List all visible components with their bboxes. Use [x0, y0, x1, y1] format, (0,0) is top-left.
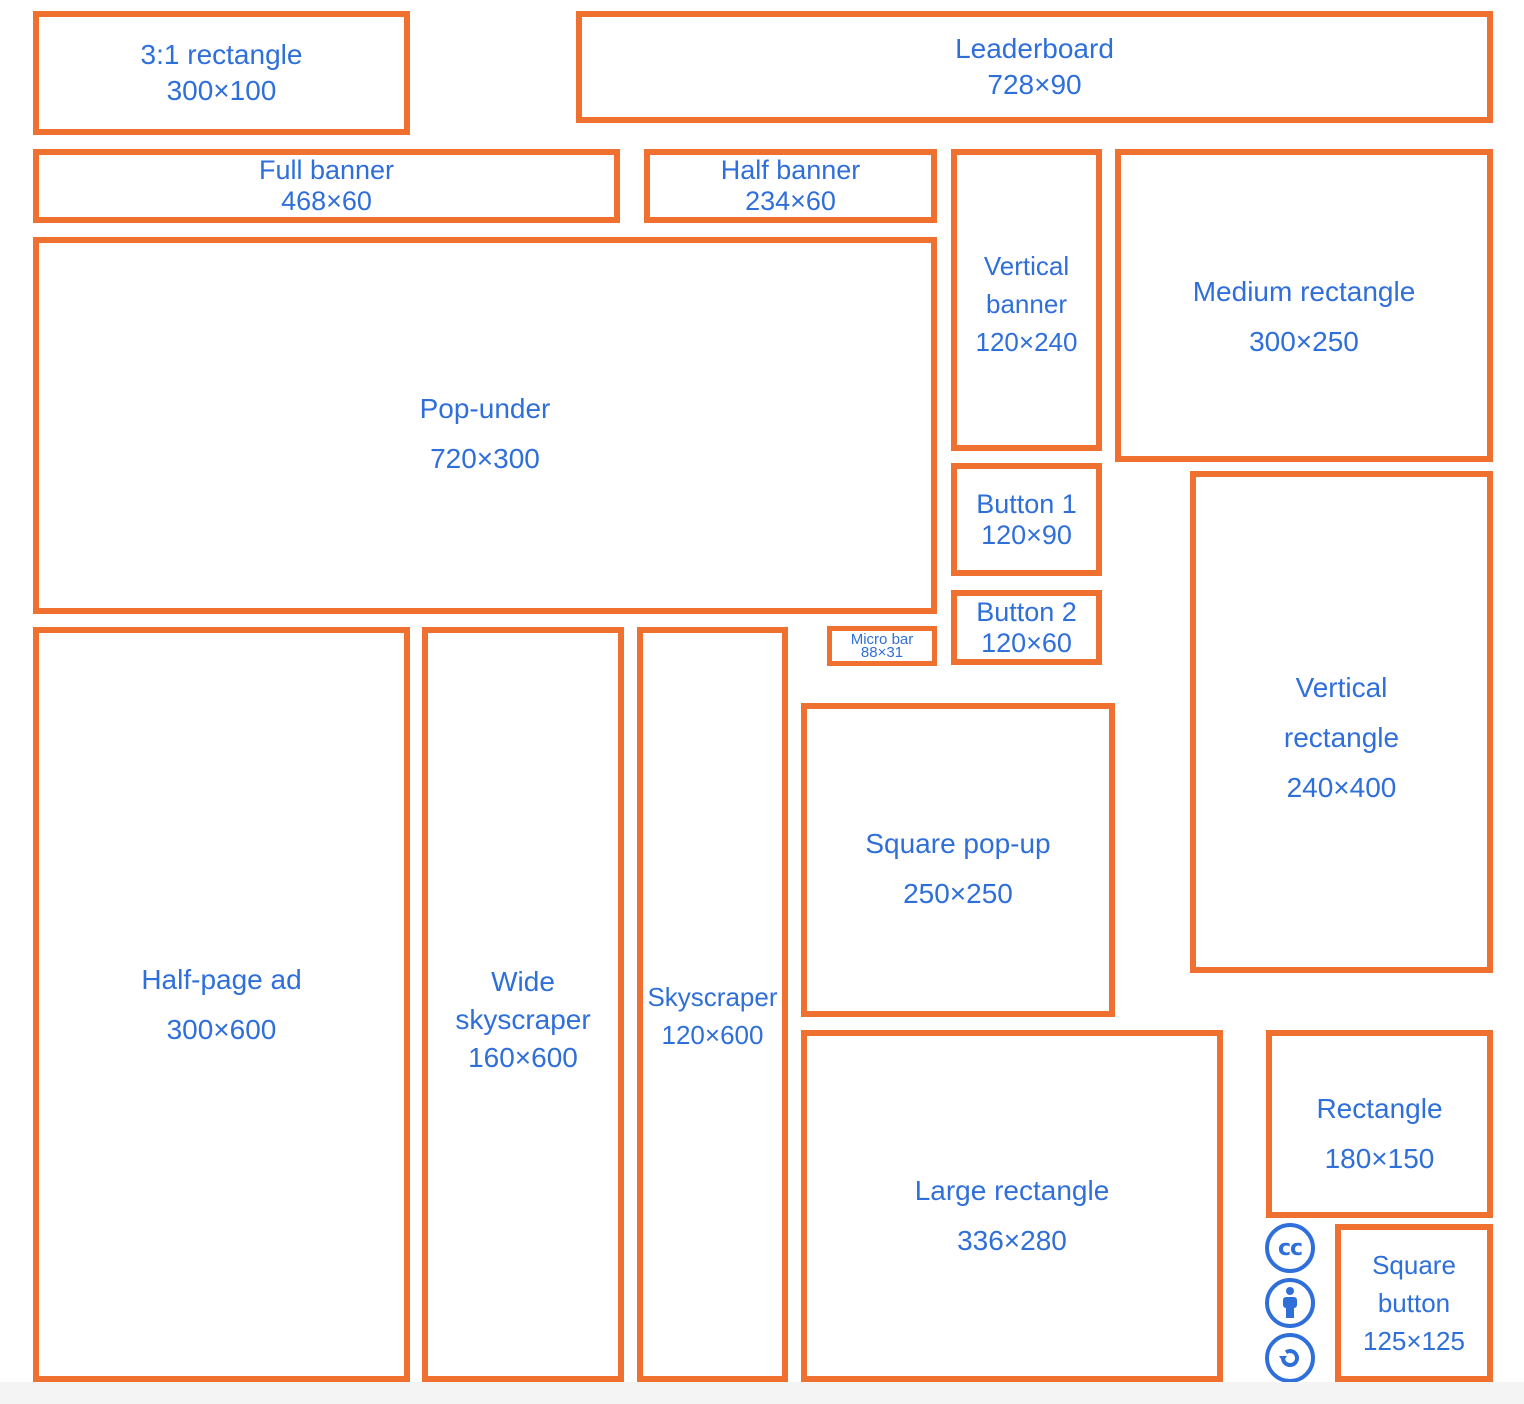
- size: 125×125: [1363, 1326, 1465, 1356]
- cc-icon: cc: [1265, 1223, 1315, 1273]
- size: 300×250: [1249, 326, 1359, 357]
- ad-square-button: Square button 125×125: [1335, 1224, 1493, 1382]
- share-alike-arrow-icon: [1279, 1349, 1299, 1368]
- ad-button-2: Button 2 120×60: [951, 590, 1102, 665]
- size: 120×60: [981, 627, 1072, 658]
- size: 180×150: [1324, 1143, 1435, 1174]
- label: Rectangle: [1316, 1093, 1443, 1124]
- person-icon: [1283, 1287, 1297, 1318]
- label: Pop-under: [419, 393, 551, 424]
- label-line-1: Vertical: [1295, 672, 1388, 703]
- attribution-icon: [1265, 1278, 1315, 1328]
- label: Skyscraper: [647, 981, 778, 1012]
- label: Half-page ad: [141, 963, 302, 995]
- ad-rectangle: Rectangle 180×150: [1266, 1030, 1493, 1218]
- label-line-1: Square: [1372, 1250, 1456, 1280]
- size: 120×600: [661, 1019, 764, 1050]
- size: 300×100: [166, 75, 277, 106]
- bottom-strip: [0, 1382, 1524, 1404]
- ad-medium-rectangle: Medium rectangle 300×250: [1115, 149, 1493, 462]
- size: 250×250: [903, 878, 1013, 909]
- ad-skyscraper: Skyscraper 120×600: [637, 627, 788, 1382]
- size: 336×280: [957, 1225, 1067, 1256]
- label: Square pop-up: [865, 828, 1051, 859]
- size: 728×90: [987, 69, 1082, 100]
- label: 3:1 rectangle: [140, 39, 303, 70]
- ad-micro-bar: Micro bar 88×31: [827, 626, 937, 666]
- label-line-2: button: [1377, 1288, 1451, 1318]
- label: Full banner: [258, 155, 395, 185]
- label: Leaderboard: [955, 33, 1114, 64]
- share-alike-icon: [1265, 1333, 1315, 1383]
- label: Micro bar: [850, 631, 914, 648]
- label-line-2: banner: [986, 289, 1067, 319]
- size: 240×400: [1286, 772, 1397, 803]
- ad-button-1: Button 1 120×90: [951, 463, 1102, 576]
- ad-vertical-rectangle: Vertical rectangle 240×400: [1190, 471, 1493, 973]
- label-line-1: Wide: [491, 965, 555, 997]
- ad-large-rectangle: Large rectangle 336×280: [801, 1030, 1223, 1382]
- ad-square-pop-up: Square pop-up 250×250: [801, 703, 1115, 1017]
- size: 88×31: [860, 644, 904, 661]
- label-line-1: Vertical: [983, 251, 1070, 281]
- size: 160×600: [468, 1041, 578, 1073]
- size: 720×300: [430, 443, 540, 474]
- ad-half-banner: Half banner 234×60: [644, 149, 937, 223]
- size: 120×90: [981, 519, 1072, 550]
- label: Button 2: [976, 596, 1077, 627]
- ad-leaderboard: Leaderboard 728×90: [576, 11, 1493, 123]
- size: 468×60: [281, 186, 372, 216]
- ad-pop-under: Pop-under 720×300: [33, 237, 937, 614]
- size: 300×600: [166, 1013, 277, 1045]
- label: Button 1: [976, 488, 1077, 519]
- size: 234×60: [745, 186, 836, 216]
- ad-full-banner: Full banner 468×60: [33, 149, 620, 223]
- size: 120×240: [975, 327, 1078, 357]
- label-line-2: skyscraper: [455, 1003, 591, 1035]
- label-line-2: rectangle: [1283, 722, 1400, 753]
- ad-wide-skyscraper: Wide skyscraper 160×600: [422, 627, 624, 1382]
- label: Medium rectangle: [1192, 276, 1416, 307]
- label: Large rectangle: [914, 1175, 1110, 1206]
- ad-3-1-rectangle: 3:1 rectangle 300×100: [33, 11, 410, 135]
- ad-half-page: Half-page ad 300×600: [33, 627, 410, 1382]
- ad-vertical-banner: Vertical banner 120×240: [951, 149, 1102, 451]
- label: Half banner: [720, 155, 861, 185]
